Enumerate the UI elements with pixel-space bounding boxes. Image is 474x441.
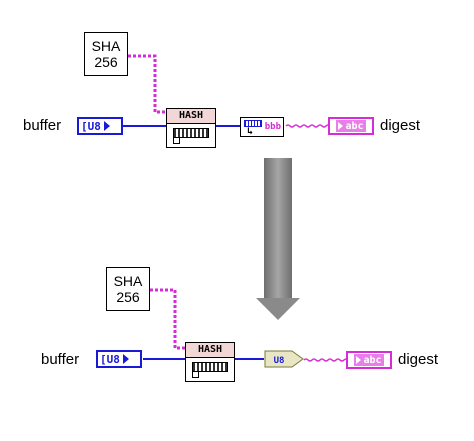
top-hash-body — [167, 124, 215, 148]
bottom-type-cast-text: U8 — [274, 356, 285, 366]
top-byte-array-to-string[interactable]: ↳ bbb — [240, 117, 284, 137]
bottom-algorithm-line1: SHA — [113, 273, 143, 289]
bottom-type-cast-node[interactable]: U8 — [264, 350, 304, 368]
bottom-hash-bits-icon — [192, 362, 228, 372]
bottom-hash-function[interactable]: HASH — [185, 342, 235, 382]
top-algo-wire — [128, 54, 166, 114]
bottom-buffer-label: buffer — [41, 351, 80, 368]
bottom-buffer-terminal-text: [U8 — [100, 352, 120, 366]
top-convert-arrow-icon: ↳ — [247, 126, 254, 137]
top-digest-terminal-inner: abc — [336, 120, 366, 132]
top-digest-terminal-text: abc — [345, 120, 364, 132]
bottom-algorithm-line2: 256 — [116, 289, 140, 305]
bottom-algo-wire — [150, 288, 185, 350]
top-algorithm-line2: 256 — [94, 54, 118, 70]
top-byte-array-icon — [244, 120, 262, 127]
top-buffer-label: buffer — [23, 117, 62, 134]
top-digest-label: digest — [380, 117, 421, 134]
bottom-hash-title: HASH — [186, 343, 234, 358]
top-digest-arrow-icon — [338, 122, 344, 130]
top-converter-text: bbb — [264, 122, 281, 132]
top-buffer-terminal-text: [U8 — [81, 119, 101, 133]
top-algorithm-constant[interactable]: SHA 256 — [84, 32, 128, 76]
bottom-hash-box-icon — [192, 371, 199, 378]
top-buffer-arrow-icon — [103, 121, 110, 131]
bottom-type-cast-shape — [264, 350, 304, 368]
bottom-digest-terminal[interactable]: abc — [346, 351, 392, 369]
top-digest-terminal[interactable]: abc — [328, 117, 374, 135]
bottom-digest-wire — [303, 358, 353, 362]
bottom-digest-label: digest — [398, 351, 439, 368]
transform-arrow — [256, 158, 300, 320]
bottom-algorithm-constant[interactable]: SHA 256 — [106, 267, 150, 311]
bottom-buffer-terminal[interactable]: [U8 — [96, 350, 142, 368]
top-hash-function[interactable]: HASH — [166, 108, 216, 148]
top-algorithm-line1: SHA — [91, 38, 121, 54]
bottom-digest-arrow-icon — [356, 356, 362, 364]
top-buffer-terminal[interactable]: [U8 — [77, 117, 123, 135]
top-hash-bits-icon — [173, 128, 209, 138]
bottom-digest-terminal-text: abc — [363, 354, 382, 366]
top-hash-box-icon — [173, 137, 180, 144]
top-digest-wire — [285, 124, 331, 128]
bottom-digest-terminal-inner: abc — [354, 354, 384, 366]
top-hash-title: HASH — [167, 109, 215, 124]
bottom-hash-body — [186, 358, 234, 382]
bottom-buffer-arrow-icon — [122, 354, 129, 364]
